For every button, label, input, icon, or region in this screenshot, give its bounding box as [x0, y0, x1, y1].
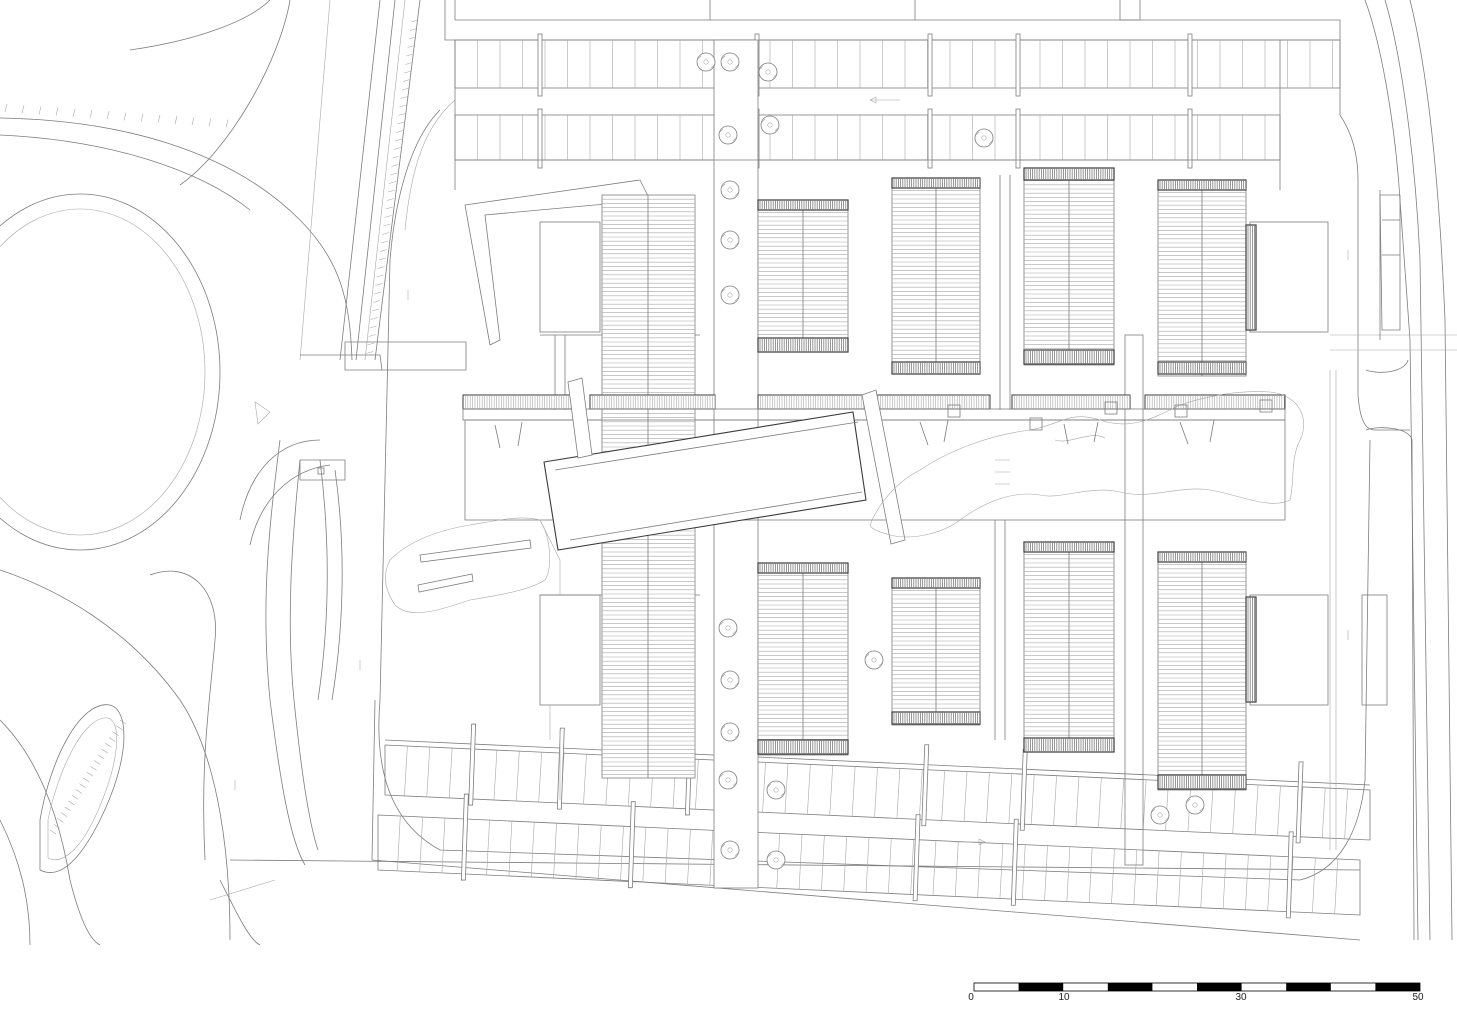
- building-block: [891, 177, 981, 375]
- trees: [696, 52, 1205, 870]
- tree-icon: [766, 780, 786, 800]
- canopy-post: [627, 801, 636, 889]
- building-block: [757, 199, 849, 353]
- tree-icon: [720, 180, 740, 200]
- solar-panel-band: [757, 562, 849, 574]
- building-block: [1157, 551, 1257, 791]
- tree-icon: [720, 52, 740, 72]
- scale-label-50: 50: [1412, 992, 1424, 1003]
- scale-label-0: 0: [968, 992, 974, 1003]
- building-block: [1023, 541, 1115, 753]
- scale-bar-segment: [1018, 983, 1064, 991]
- tree-icon: [720, 722, 740, 742]
- solar-panel-band: [757, 739, 849, 755]
- scale-label-10: 10: [1058, 992, 1070, 1003]
- canopy-post: [1187, 108, 1193, 169]
- scale-bar-segment: [1107, 983, 1153, 991]
- building-block: [757, 562, 849, 756]
- tree-icon: [720, 230, 740, 250]
- parking-top-row-2: [454, 108, 1281, 169]
- solar-panel-band: [1023, 167, 1115, 181]
- canopy-post: [468, 723, 477, 806]
- canopy-post: [537, 108, 543, 169]
- canopy-post: [1010, 818, 1019, 906]
- solar-panel-band: [1023, 737, 1115, 753]
- solar-panel-band: [757, 199, 849, 211]
- strip-segment: [462, 394, 576, 410]
- tree-icon: [720, 285, 740, 305]
- scale-label-30: 30: [1235, 992, 1247, 1003]
- road-edge-ticks: [4, 19, 419, 835]
- solar-panel-band: [1245, 224, 1257, 331]
- tree-icon: [720, 840, 740, 860]
- building-block: [1157, 179, 1257, 377]
- parking-row-outline: [454, 114, 1281, 161]
- solar-panel-band: [1245, 596, 1257, 703]
- tree-icon: [720, 670, 740, 690]
- scale-bar-segment: [1286, 983, 1331, 991]
- tree-icon: [766, 850, 786, 870]
- canopy-post: [1295, 761, 1304, 844]
- canopy-post: [1187, 33, 1193, 97]
- site-boundary: [209, 0, 1457, 946]
- canopy-post: [912, 814, 921, 902]
- solar-panel-band: [757, 337, 849, 353]
- canopy-post: [1015, 108, 1021, 169]
- canopy-post: [537, 33, 543, 97]
- canopy-post: [556, 727, 565, 810]
- parking-top-row-1: [454, 33, 1341, 97]
- canopy-post: [921, 744, 930, 827]
- canopy-post: [1019, 748, 1028, 831]
- canopy-post: [927, 108, 933, 169]
- tree-icon: [1150, 805, 1170, 825]
- tree-icon: [760, 115, 780, 135]
- tree-icon: [758, 62, 778, 82]
- tree-icon: [696, 52, 716, 72]
- strip-segment: [1144, 394, 1286, 410]
- strip-segment: [589, 394, 716, 410]
- building-block: [891, 577, 981, 726]
- tree-icon: [718, 618, 738, 638]
- site-details: [234, 96, 1349, 850]
- tree-icon: [974, 128, 994, 148]
- canopy-post: [1285, 831, 1294, 919]
- roundabout-roads: [0, 0, 421, 946]
- canopy-post: [927, 33, 933, 97]
- solar-panel-band: [1023, 541, 1115, 553]
- building-block: [1023, 167, 1115, 366]
- solar-panel-band: [1023, 349, 1115, 365]
- tree-icon: [718, 125, 738, 145]
- rotated-structures: [417, 377, 906, 593]
- tree-icon: [1185, 795, 1205, 815]
- scale-bar-segment: [1375, 983, 1420, 991]
- parking-row-outline: [377, 814, 1361, 916]
- parking-bottom-row-2: [377, 793, 1361, 919]
- parking-row-outline: [454, 39, 1341, 89]
- parking-row-outline: [384, 744, 1371, 841]
- tree-icon: [718, 770, 738, 790]
- canopy-post: [1015, 33, 1021, 97]
- canopy-post: [460, 793, 469, 881]
- tree-icon: [864, 650, 884, 670]
- scale-bar: 0 10 30 50: [968, 982, 1424, 1003]
- scale-bar-segment: [1197, 983, 1242, 991]
